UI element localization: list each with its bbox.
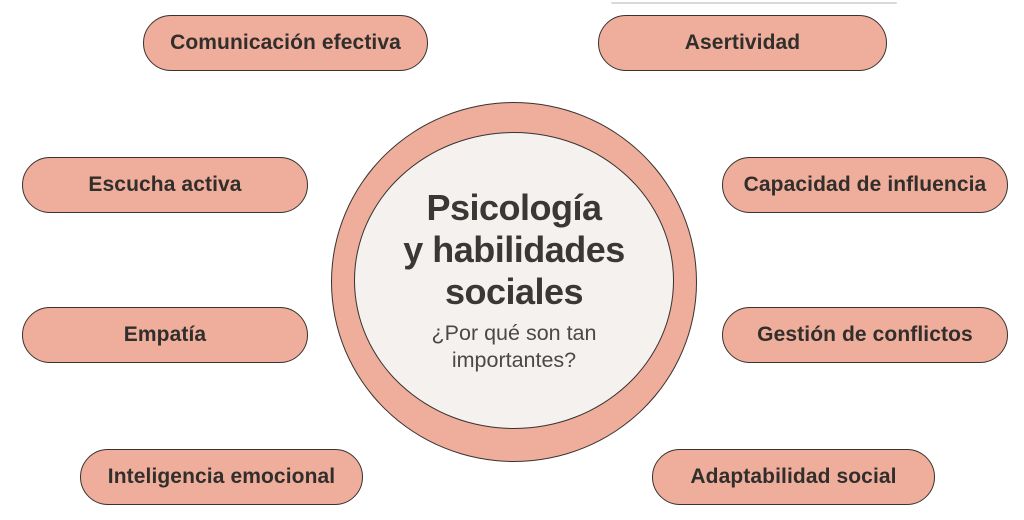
- center-subtitle-line: importantes?: [451, 348, 577, 373]
- center-circle: Psicología y habilidades sociales ¿Por q…: [354, 132, 674, 429]
- node-pill-empatia: Empatía: [22, 307, 308, 363]
- node-pill-comunicacion-efectiva: Comunicación efectiva: [143, 15, 428, 71]
- node-label: Empatía: [123, 323, 207, 346]
- node-label: Comunicación efectiva: [170, 31, 401, 54]
- node-label: Capacidad de influencia: [743, 173, 987, 196]
- node-label: Adaptabilidad social: [690, 465, 897, 488]
- center-title-line: sociales: [444, 271, 584, 313]
- center-title-line: y habilidades: [403, 229, 625, 271]
- node-pill-inteligencia-emocional: Inteligencia emocional: [80, 449, 363, 505]
- center-title: Psicología y habilidades sociales: [403, 187, 625, 313]
- center-title-line: Psicología: [426, 186, 602, 228]
- node-label: Asertividad: [684, 31, 801, 54]
- node-pill-capacidad-de-influencia: Capacidad de influencia: [722, 157, 1008, 213]
- node-pill-gestion-de-conflictos: Gestión de conflictos: [722, 307, 1008, 363]
- node-label: Escucha activa: [88, 173, 242, 196]
- node-pill-asertividad: Asertividad: [598, 15, 887, 71]
- node-label: Inteligencia emocional: [107, 465, 336, 488]
- node-label: Gestión de conflictos: [757, 323, 973, 346]
- center-subtitle-line: ¿Por qué son tan: [431, 321, 597, 346]
- node-pill-adaptabilidad-social: Adaptabilidad social: [652, 449, 935, 505]
- center-subtitle: ¿Por qué son tan importantes?: [432, 320, 597, 374]
- node-pill-escucha-activa: Escucha activa: [22, 157, 308, 213]
- cropped-shape-edge: [611, 2, 897, 4]
